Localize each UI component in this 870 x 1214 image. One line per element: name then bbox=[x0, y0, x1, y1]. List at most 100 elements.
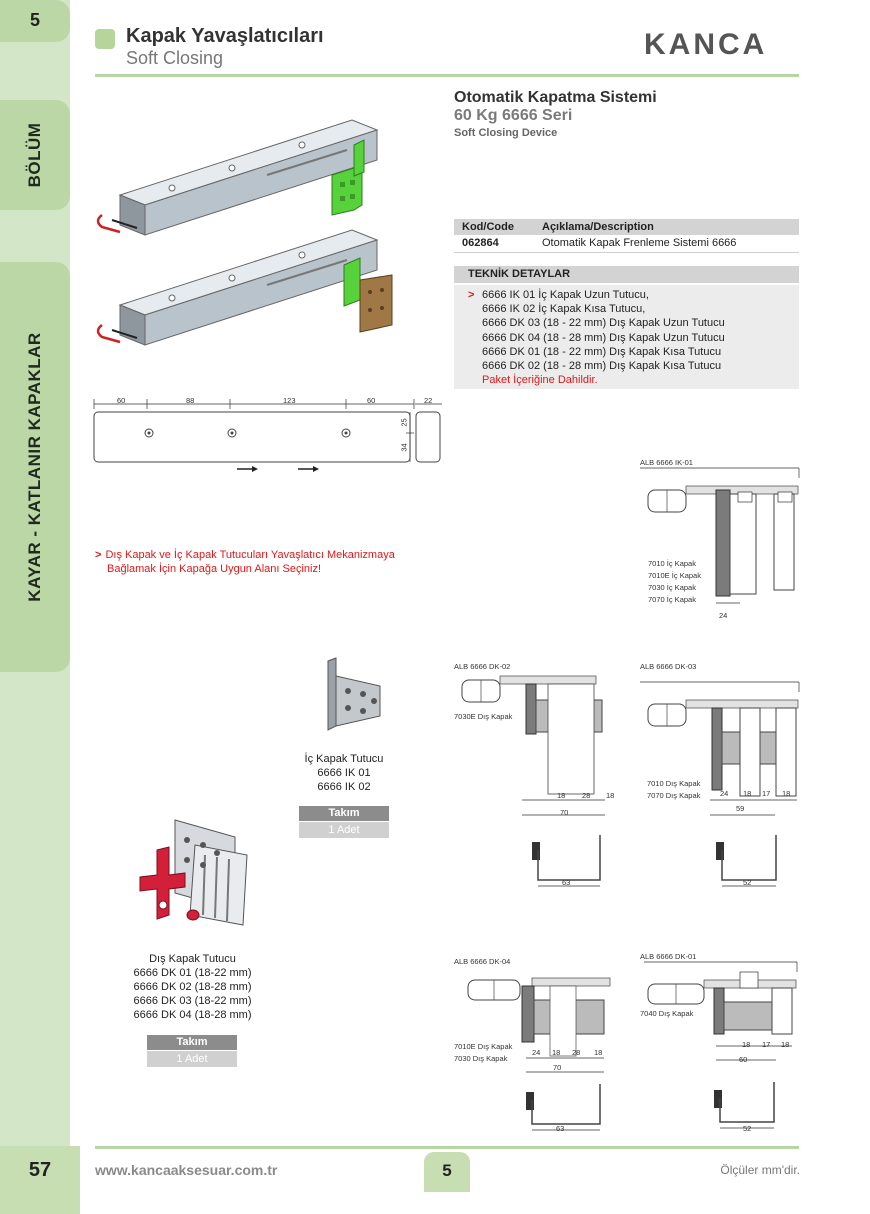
drawing-label: 7040 Dış Kapak bbox=[640, 1009, 694, 1018]
drawing-dk03 bbox=[640, 681, 800, 887]
drawing-label: 7010 Dış Kapak bbox=[647, 779, 701, 788]
dimension-label: 18 bbox=[552, 1048, 561, 1057]
drawing-label: 7010E Dış Kapak bbox=[454, 1042, 513, 1051]
product-series: 60 Kg 6666 Seri bbox=[454, 107, 573, 124]
damper-unit-green-holder bbox=[96, 119, 379, 236]
product-illustration bbox=[96, 119, 393, 346]
dimension-label: 18 bbox=[606, 791, 615, 800]
code-header: Kod/Code bbox=[454, 219, 534, 235]
dimension-label: 59 bbox=[736, 804, 745, 813]
dimension-label: 24 bbox=[720, 789, 729, 798]
outer-holder-code: 6666 DK 01 (18-22 mm) bbox=[133, 967, 252, 979]
side-category-tab: KAYAR - KATLANIR KAPAKLAR bbox=[0, 262, 70, 672]
footer-divider bbox=[95, 1146, 799, 1149]
side-section-label: BÖLÜM bbox=[25, 122, 44, 188]
note-line: Bağlamak İçin Kapağa Uygun Alanı Seçiniz… bbox=[107, 563, 322, 575]
drawing-dk04 bbox=[467, 977, 611, 1131]
side-section-tab: BÖLÜM bbox=[0, 100, 70, 210]
dimension-label: 52 bbox=[743, 878, 752, 887]
arrow-icon: > bbox=[468, 289, 475, 301]
drawing-dk01 bbox=[644, 961, 798, 1129]
dimension-label: 88 bbox=[186, 396, 195, 405]
drawing-label: 7030 İç Kapak bbox=[648, 583, 696, 592]
dimension-label: 25 bbox=[399, 418, 409, 427]
outer-holder-set: Takım 1 Adet bbox=[147, 1035, 237, 1067]
side-section-number-tab: 5 bbox=[0, 0, 70, 42]
description-header: Açıklama/Description bbox=[534, 219, 799, 235]
page-subtitle: Soft Closing bbox=[126, 48, 224, 68]
side-category-label: KAYAR - KATLANIR KAPAKLAR bbox=[25, 332, 44, 602]
dimension-label: 18 bbox=[557, 791, 566, 800]
side-band: BÖLÜM 5 KAYAR - KATLANIR KAPAKLAR bbox=[0, 0, 70, 1146]
dimension-label: 70 bbox=[553, 1063, 562, 1072]
technical-line: 6666 DK 04 (18 - 28 mm) Dış Kapak Uzun T… bbox=[482, 331, 725, 344]
dimension-label: 34 bbox=[399, 443, 409, 452]
footer-page-tab: 57 bbox=[0, 1146, 80, 1214]
dimension-label: 52 bbox=[743, 1124, 752, 1133]
dimension-label: 17 bbox=[762, 1040, 771, 1049]
dimension-label: 24 bbox=[532, 1048, 541, 1057]
outer-holder-name: Dış Kapak Tutucu bbox=[149, 953, 236, 965]
dimension-label: 18 bbox=[781, 1040, 790, 1049]
technical-header: TEKNİK DETAYLAR bbox=[454, 266, 799, 283]
technical-line: 6666 DK 03 (18 - 22 mm) Dış Kapak Uzun T… bbox=[482, 317, 725, 330]
dimension-label: 63 bbox=[562, 878, 571, 887]
footer-website-link[interactable]: www.kancaaksesuar.com.tr bbox=[95, 1162, 278, 1178]
drawing-label: 7070 İç Kapak bbox=[648, 595, 696, 604]
dimension-label: 60 bbox=[367, 396, 376, 405]
code-cell: 062864 bbox=[454, 235, 534, 253]
drawing-ik01 bbox=[640, 467, 800, 604]
dimension-label: 28 bbox=[582, 791, 591, 800]
damper-unit-wood-holder bbox=[96, 229, 393, 346]
drawing-title: ALB 6666 DK-01 bbox=[640, 952, 697, 961]
drawing-title: ALB 6666 DK-04 bbox=[454, 957, 511, 966]
dimension-label: 63 bbox=[556, 1124, 565, 1133]
inner-holder-image bbox=[327, 657, 381, 731]
drawing-title: ALB 6666 DK-03 bbox=[640, 662, 697, 671]
page-number: 57 bbox=[28, 1159, 52, 1181]
technical-line: 6666 DK 01 (18 - 22 mm) Dış Kapak Kısa T… bbox=[482, 345, 722, 358]
units-note: Ölçüler mm'dir. bbox=[720, 1163, 800, 1177]
set-label: Takım bbox=[147, 1035, 237, 1050]
technical-line: 6666 IK 02 İç Kapak Kısa Tutucu, bbox=[482, 303, 646, 316]
technical-box: > 6666 IK 01 İç Kapak Uzun Tutucu, 6666 … bbox=[454, 285, 799, 389]
product-english-name: Soft Closing Device bbox=[454, 127, 558, 139]
outer-holder-code: 6666 DK 02 (18-28 mm) bbox=[133, 981, 252, 993]
inner-holder-caption: İç Kapak Tutucu 6666 IK 01 6666 IK 02 bbox=[292, 752, 396, 794]
dimension-label: 18 bbox=[782, 789, 791, 798]
side-section-number: 5 bbox=[29, 10, 40, 30]
dimension-label: 28 bbox=[572, 1048, 581, 1057]
table-row: 062864 Otomatik Kapak Frenleme Sistemi 6… bbox=[454, 235, 799, 253]
dimension-label: 60 bbox=[739, 1055, 748, 1064]
drawing-title: ALB 6666 IK-01 bbox=[640, 458, 693, 467]
dimension-label: 17 bbox=[762, 789, 771, 798]
mounting-note: >Dış Kapak ve İç Kapak Tutucuları Yavaşl… bbox=[95, 548, 395, 576]
inner-holder-name: İç Kapak Tutucu bbox=[304, 753, 384, 765]
header-divider bbox=[95, 74, 799, 77]
arrow-icon: > bbox=[95, 549, 102, 561]
header-square-icon bbox=[95, 29, 115, 49]
technical-note: Paket İçeriğine Dahildir. bbox=[482, 374, 598, 387]
outer-holder-caption: Dış Kapak Tutucu 6666 DK 01 (18-22 mm) 6… bbox=[120, 952, 265, 1022]
code-table: Kod/Code Açıklama/Description 062864 Oto… bbox=[454, 219, 799, 253]
set-quantity: 1 Adet bbox=[299, 822, 389, 838]
drawing-label: 7030E Dış Kapak bbox=[454, 712, 513, 721]
dimension-label: 60 bbox=[117, 396, 126, 405]
inner-holder-code: 6666 IK 02 bbox=[317, 781, 371, 793]
description-cell: Otomatik Kapak Frenleme Sistemi 6666 bbox=[534, 235, 799, 253]
drawing-title: ALB 6666 DK-02 bbox=[454, 662, 511, 671]
dimension-label: 24 bbox=[719, 611, 728, 620]
outer-holder-code: 6666 DK 03 (18-22 mm) bbox=[133, 995, 252, 1007]
set-quantity: 1 Adet bbox=[147, 1051, 237, 1067]
footer-section-tab: 5 bbox=[424, 1152, 470, 1192]
brand-logo: KANCA bbox=[644, 28, 768, 61]
inner-holder-set: Takım 1 Adet bbox=[299, 806, 389, 838]
technical-line: 6666 DK 02 (18 - 28 mm) Dış Kapak Kısa T… bbox=[482, 360, 722, 373]
product-title: Otomatik Kapatma Sistemi bbox=[454, 89, 657, 106]
set-label: Takım bbox=[299, 806, 389, 821]
drawing-label: 7070 Dış Kapak bbox=[647, 791, 701, 800]
dimension-label: 22 bbox=[424, 396, 433, 405]
dimension-label: 70 bbox=[560, 808, 569, 817]
outer-holder-image bbox=[139, 819, 248, 926]
dimension-drawing bbox=[93, 399, 442, 472]
